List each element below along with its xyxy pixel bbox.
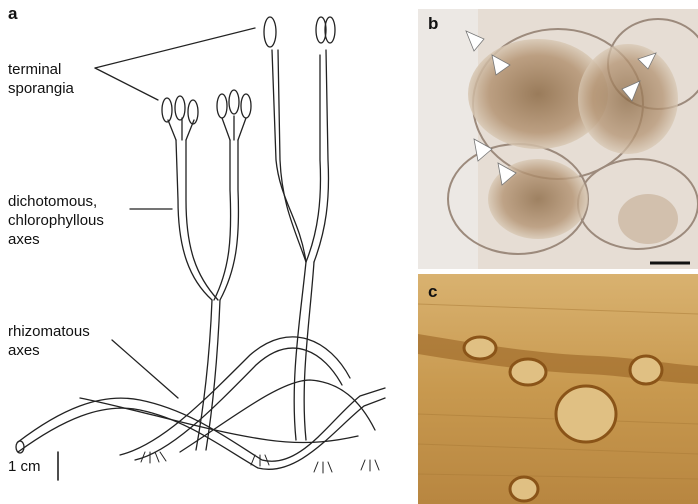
rhizoids-3 <box>314 462 332 473</box>
axis-mid-right-b <box>214 140 231 300</box>
panel-label-a: a <box>8 4 17 24</box>
rhizome-2 <box>80 398 358 443</box>
sporangium-mid-5 <box>229 90 239 114</box>
axis-tall-right-b <box>306 55 320 262</box>
vesicle-5 <box>510 477 538 501</box>
callout-line-rhizome <box>112 340 178 398</box>
axis-tall-left-inner <box>278 50 306 262</box>
callout-line-sporangia-2 <box>95 68 158 100</box>
panel-c-micrograph <box>418 274 698 504</box>
vesicle-3 <box>556 386 616 442</box>
axis-tall-right <box>314 50 328 262</box>
label-line: rhizomatous <box>8 322 90 341</box>
label-line: axes <box>8 341 90 360</box>
label-dichotomous-axes: dichotomous, chlorophyllous axes <box>8 192 104 249</box>
label-line: terminal <box>8 60 74 79</box>
sporangium-mid-2 <box>175 96 185 120</box>
label-line: chlorophyllous <box>8 211 104 230</box>
scale-bar-label: 1 cm <box>8 457 41 476</box>
sporangium-mid-1 <box>162 98 172 122</box>
vesicle-4 <box>630 356 662 384</box>
label-rhizomatous-axes: rhizomatous axes <box>8 322 90 360</box>
cell-stained-2 <box>578 44 678 154</box>
vesicle-1 <box>464 337 496 359</box>
label-line: sporangia <box>8 79 74 98</box>
panel-label-c: c <box>428 282 437 302</box>
label-terminal-sporangia: terminal sporangia <box>8 60 74 98</box>
rhizoids-4 <box>361 460 379 471</box>
axis-mid-left-b <box>186 140 218 300</box>
vesicle-2 <box>510 359 546 385</box>
panel-label-b: b <box>428 14 438 34</box>
axis-mid-left <box>176 140 212 300</box>
label-line: axes <box>8 230 104 249</box>
sporangium-tall-1 <box>264 17 276 47</box>
sporangium-mid-4 <box>217 94 227 118</box>
sporangium-mid-3 <box>188 100 198 124</box>
axis-mid-right <box>220 140 238 300</box>
rhizome-1 <box>18 388 385 461</box>
panel-b-micrograph <box>418 9 698 269</box>
micrograph-c <box>418 274 698 504</box>
label-line: dichotomous, <box>8 192 104 211</box>
sporangium-mid-6 <box>241 94 251 118</box>
cell-stained-4 <box>618 194 678 244</box>
micrograph-b <box>418 9 698 269</box>
callout-line-sporangia-1 <box>95 28 255 68</box>
